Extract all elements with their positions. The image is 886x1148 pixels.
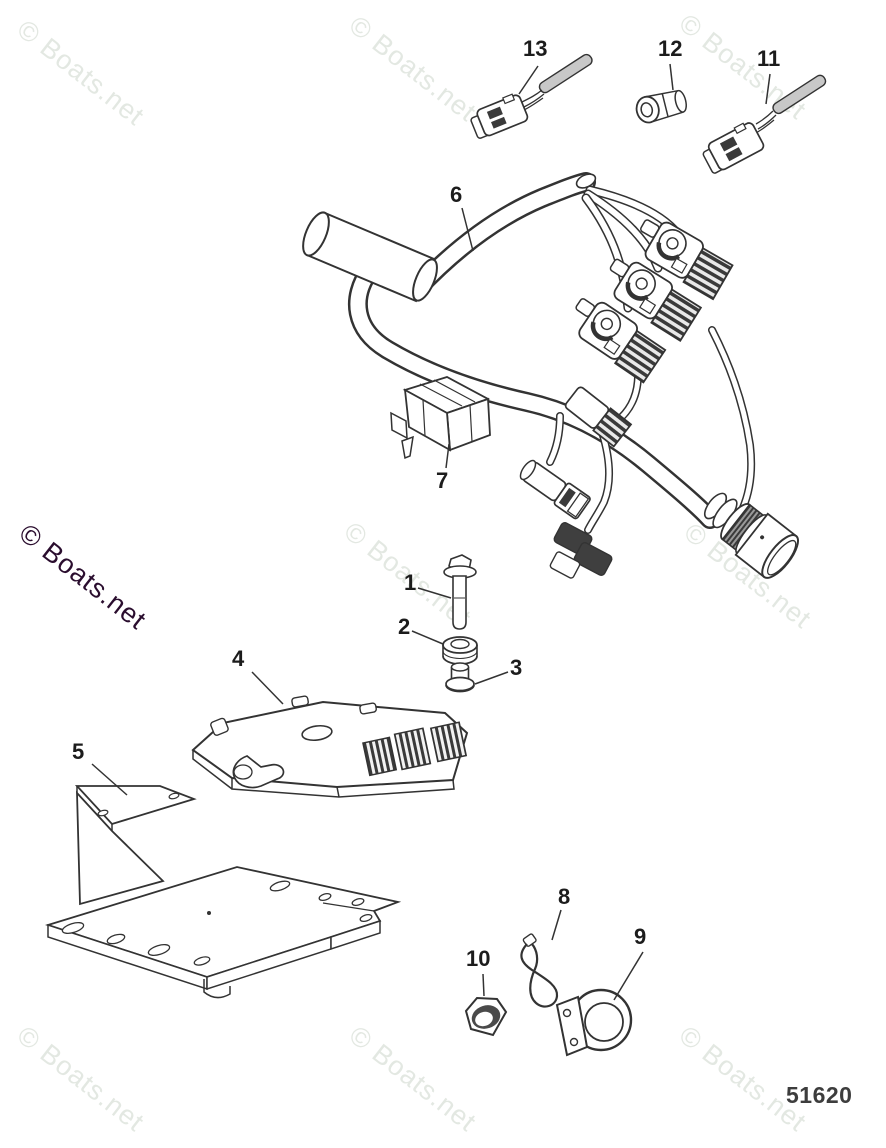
grommet [442, 636, 478, 665]
callout-9: 9 [634, 924, 647, 949]
callout-10: 10 [466, 946, 491, 971]
cable-tie [520, 933, 559, 1008]
bolt [443, 554, 477, 630]
round-connector [703, 492, 799, 579]
inline-connector [519, 459, 591, 520]
connector-12 [635, 89, 687, 124]
callout-7: 7 [436, 468, 449, 493]
diagram-number: 51620 [786, 1082, 853, 1108]
callout-4: 4 [232, 646, 245, 671]
leader-lines [91, 63, 771, 1001]
callout-8: 8 [558, 884, 571, 909]
callout-13: 13 [523, 36, 548, 61]
connector-11 [702, 74, 827, 174]
callout-1: 1 [404, 570, 417, 595]
injector-connector-cluster [562, 212, 735, 382]
harness-tube [302, 211, 438, 303]
callout-2: 2 [398, 614, 411, 639]
sensor-plugs [549, 522, 613, 579]
callout-3: 3 [510, 655, 523, 680]
hex-ring [464, 996, 508, 1037]
ribbed-connector [564, 386, 633, 448]
callout-11: 11 [757, 46, 781, 71]
ecm-module [191, 695, 469, 798]
relay-connector [390, 376, 491, 460]
connector-13 [470, 53, 593, 139]
callout-6: 6 [450, 182, 463, 207]
callout-5: 5 [72, 739, 85, 764]
callout-12: 12 [658, 36, 683, 61]
mounting-bracket [45, 785, 402, 999]
sleeve-spacer [445, 662, 475, 693]
p-clamp [555, 988, 633, 1057]
